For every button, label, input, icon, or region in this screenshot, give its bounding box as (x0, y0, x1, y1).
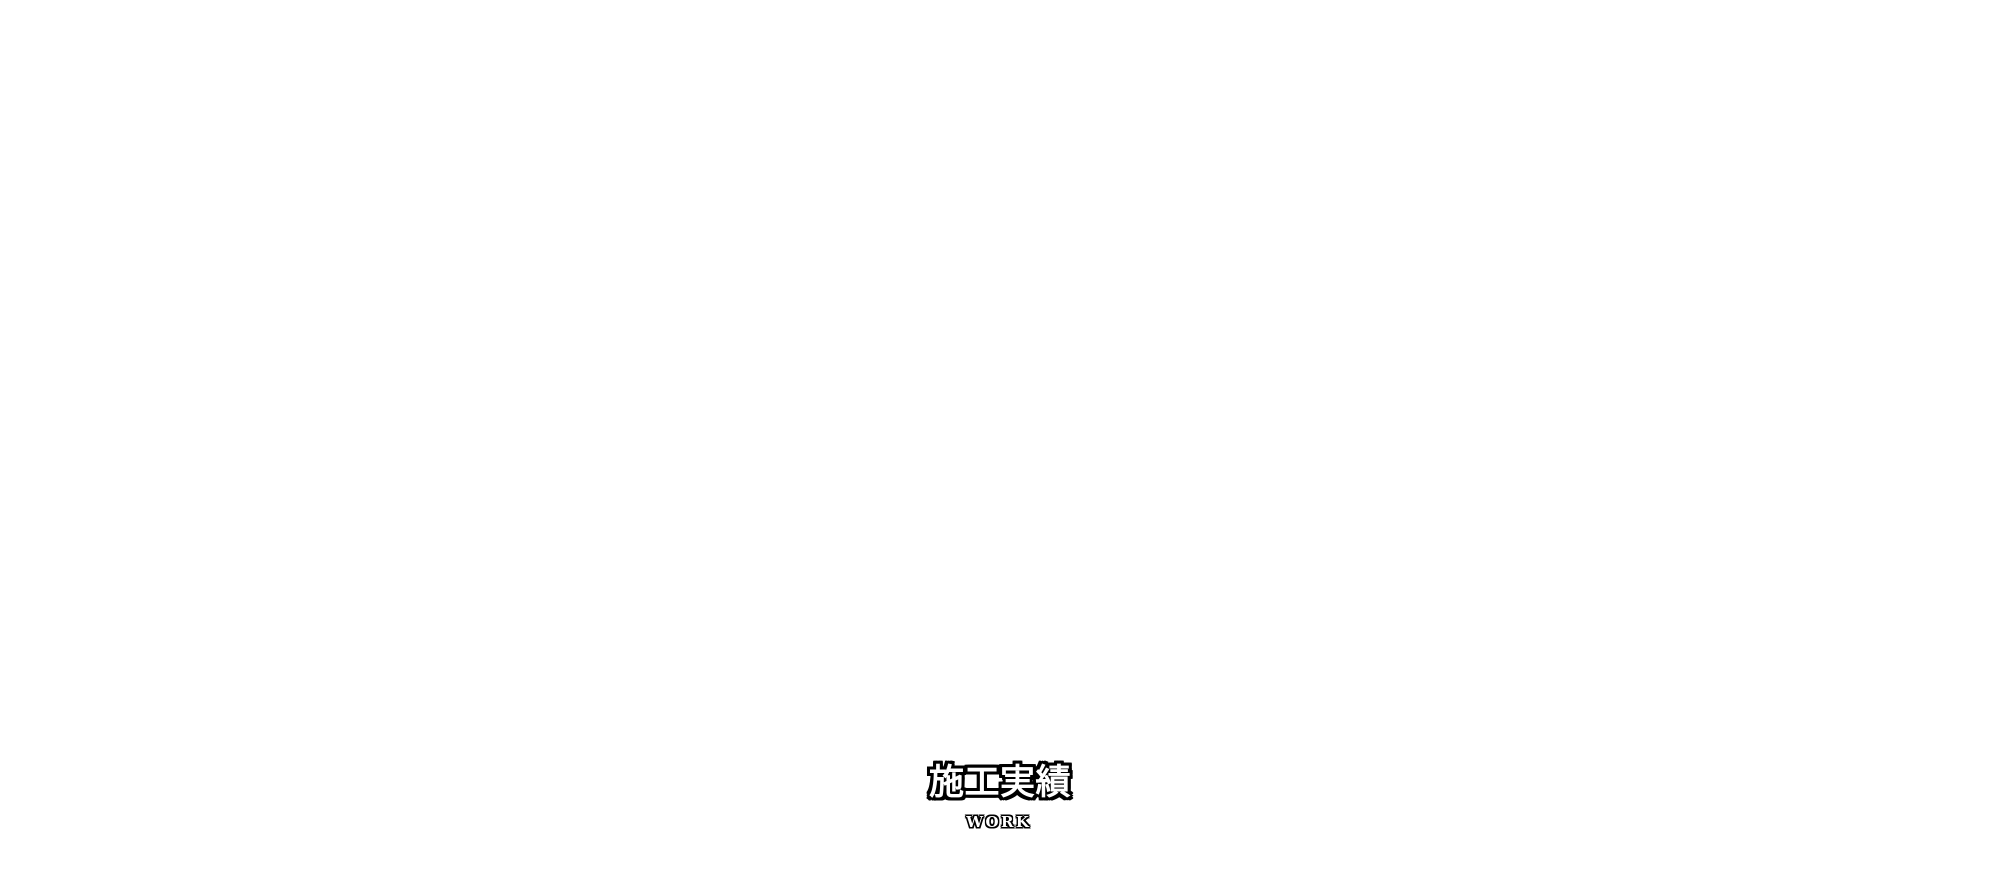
section-subtitle-english: WORK (966, 813, 1032, 831)
section-heading: 施工実績 WORK (0, 763, 2000, 831)
section-title-japanese: 施工実績 (927, 763, 1072, 803)
